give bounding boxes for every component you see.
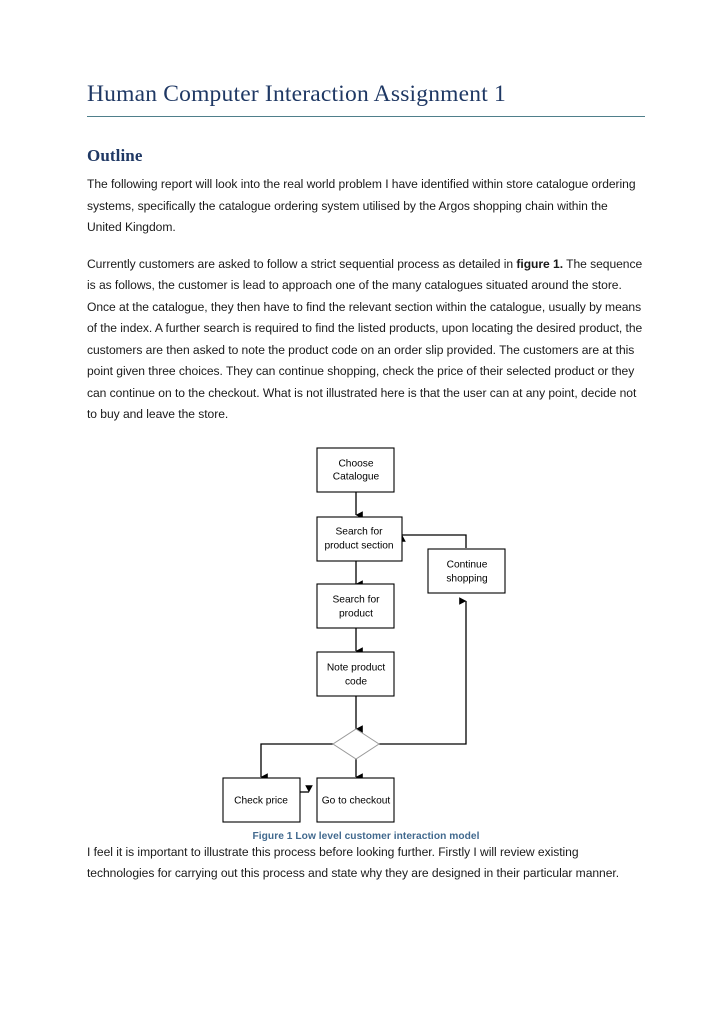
flow-node-continue-shopping: Continue shopping — [427, 548, 506, 594]
flow-node-decision-diamond — [332, 728, 380, 760]
flow-node-search-product-section-label-line2: product section — [324, 541, 393, 552]
figure-1: Choose Catalogue Search for product sect… — [87, 441, 645, 831]
flow-node-check-price: Check price — [222, 777, 301, 823]
connector-decision-to-continue-shopping — [379, 597, 467, 745]
paragraph-process-text-before: Currently customers are asked to follow … — [87, 256, 517, 271]
flow-node-note-product-code-label-line1: Note product — [327, 663, 385, 674]
title-divider — [87, 116, 645, 118]
flow-node-continue-shopping-label-line1: Continue — [447, 560, 488, 571]
flow-node-note-product-code-box — [316, 651, 395, 697]
flow-node-search-product-box — [316, 583, 395, 629]
flow-node-search-product-section-label-line1: Search for — [336, 527, 384, 538]
figure-caption: Figure 1 Low level customer interaction … — [252, 830, 480, 842]
paragraph-intro: The following report will look into the … — [87, 177, 636, 235]
connector-continue-shopping-to-search-section — [398, 534, 467, 548]
flow-node-note-product-code: Note product code — [316, 651, 395, 697]
flow-node-decision — [332, 728, 380, 760]
flow-node-continue-shopping-box — [427, 548, 506, 594]
flowchart-diagram: Choose Catalogue Search for product sect… — [222, 447, 506, 823]
flow-node-note-product-code-label-line2: code — [345, 677, 367, 688]
flow-node-choose-catalogue-box — [316, 447, 395, 493]
flow-node-search-product-section: Search for product section — [316, 516, 403, 562]
flow-node-check-price-label: Check price — [234, 796, 288, 807]
flow-node-go-to-checkout: Go to checkout — [316, 777, 395, 823]
flow-node-continue-shopping-label-line2: shopping — [446, 574, 488, 585]
flow-node-go-to-checkout-label: Go to checkout — [322, 796, 391, 807]
flow-node-search-product: Search for product — [316, 583, 395, 629]
paragraph-process-text-after: The sequence is as follows, the customer… — [87, 256, 643, 422]
flow-node-search-product-label-line1: Search for — [333, 595, 381, 606]
flow-node-go-to-checkout-box — [316, 777, 395, 823]
flow-node-choose-catalogue-label-line2: Catalogue — [333, 472, 380, 483]
paragraph-process: Currently customers are asked to follow … — [87, 254, 645, 426]
page-title: Human Computer Interaction Assignment 1 — [87, 81, 506, 107]
connector-decision-to-check-price — [260, 743, 333, 781]
flow-node-search-product-label-line2: product — [339, 609, 373, 620]
flow-node-check-price-box — [222, 777, 301, 823]
paragraph-conclusion: I feel it is important to illustrate thi… — [87, 844, 620, 881]
flow-node-choose-catalogue: Choose Catalogue — [316, 447, 395, 493]
document-content: Human Computer Interaction Assignment 1 … — [87, 80, 645, 900]
flow-node-search-product-section-box — [316, 516, 403, 562]
flow-node-choose-catalogue-label-line1: Choose — [338, 459, 373, 470]
figure-reference: figure 1. — [516, 256, 564, 271]
section-heading-outline: Outline — [87, 146, 143, 166]
